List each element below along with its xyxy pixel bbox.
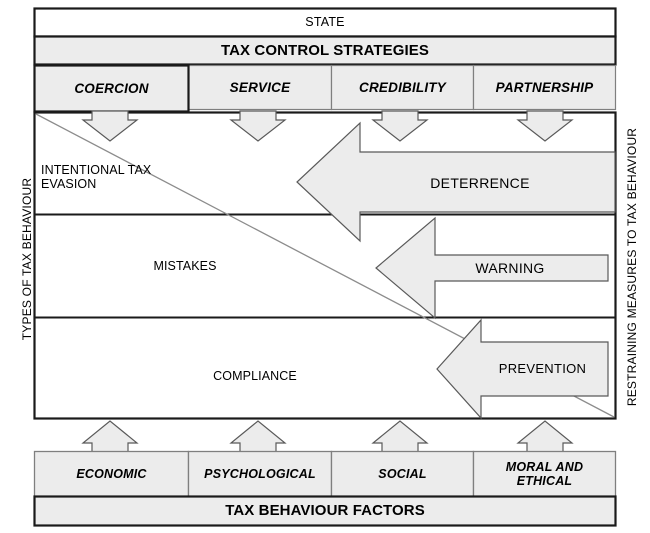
up-arrow-moral-and-ethical (516, 420, 574, 453)
up-arrow-economic (81, 420, 139, 453)
down-arrow-credibility (371, 110, 429, 142)
measure-arrow-prevention (436, 318, 609, 420)
up-arrow-social (371, 420, 429, 453)
strategy-box-service (187, 64, 333, 111)
up-arrow-psychological (229, 420, 287, 453)
factor-box-economic (33, 450, 190, 498)
factor-box-psychological (187, 450, 333, 498)
measure-arrow-deterrence (296, 121, 616, 243)
strategy-box-coercion (33, 64, 190, 113)
down-arrow-coercion (81, 110, 139, 142)
state-box (33, 7, 617, 38)
measure-arrow-warning (375, 216, 609, 320)
strategy-box-credibility (330, 64, 475, 111)
down-arrow-service (229, 110, 287, 142)
tax-behaviour-factors-banner (33, 495, 617, 527)
factor-box-moral-and-ethical (472, 450, 617, 498)
factor-box-social (330, 450, 475, 498)
down-arrow-partnership (516, 110, 574, 142)
strategy-box-partnership (472, 64, 617, 111)
tax-control-strategies-banner (33, 35, 617, 66)
